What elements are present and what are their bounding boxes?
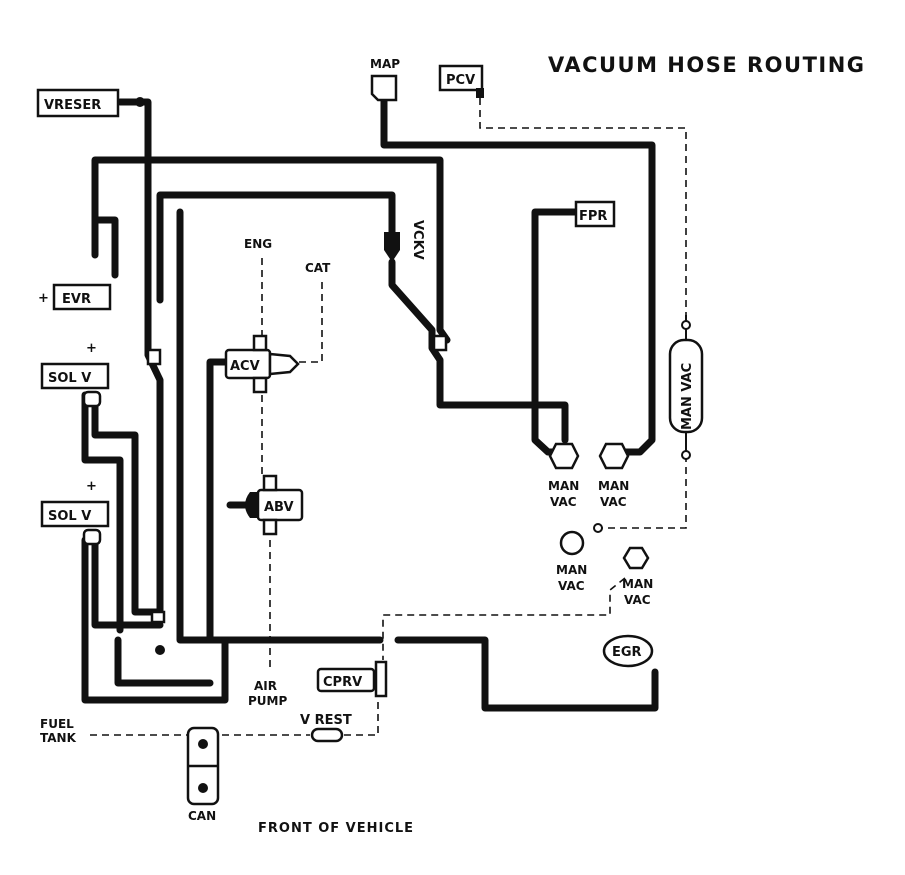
air-pump-label-1: AIR	[254, 679, 277, 693]
hose-solv1	[91, 401, 164, 616]
vreser-label: VRESER	[44, 98, 101, 113]
pcv-box: PCV	[438, 64, 484, 98]
hose-acv-left	[206, 358, 234, 644]
eng-label: ENG	[244, 237, 272, 251]
vreser-box: VRESER	[36, 88, 145, 118]
fpr-label: FPR	[579, 209, 607, 224]
hose-bottom-inner	[114, 636, 214, 687]
evr-box: + EVR	[38, 283, 112, 311]
diagram-title: VACUUM HOSE ROUTING	[548, 53, 866, 77]
vckv-valve: VCKV	[384, 220, 425, 262]
connector-3	[150, 610, 166, 624]
hose-vckv-down	[388, 258, 532, 409]
manvac-port-1: MAN VAC	[548, 442, 580, 509]
cprv-valve: CPRV	[316, 660, 388, 698]
v-rest-label: V REST	[300, 713, 352, 728]
hose-inner-vertical	[176, 208, 384, 644]
svg-text:+: +	[86, 341, 97, 356]
solv-lower-box: + SOL V	[40, 479, 110, 546]
acv-valve: ACV	[224, 334, 300, 394]
port-manvac-bottom	[681, 450, 691, 460]
svg-text:VAC: VAC	[550, 495, 577, 509]
cat-label: CAT	[305, 261, 331, 275]
svg-text:VAC: VAC	[624, 593, 651, 607]
cprv-label: CPRV	[323, 675, 362, 690]
dash-cat	[296, 282, 323, 363]
hose-evr	[91, 216, 119, 279]
egr-valve: EGR	[602, 634, 654, 668]
solv-upper-box: + SOL V	[40, 341, 110, 408]
svg-text:VAC: VAC	[558, 579, 585, 593]
hose-top-loop	[91, 156, 451, 344]
vacuum-hoses	[81, 92, 659, 712]
connector-dot	[155, 645, 165, 655]
fuel-tank-label-2: TANK	[40, 731, 77, 745]
svg-text:+: +	[86, 479, 97, 494]
air-pump-label-2: PUMP	[248, 694, 287, 708]
solv-upper-label: SOL V	[48, 371, 91, 386]
svg-text:VAC: VAC	[600, 495, 627, 509]
manvac-port-2: MAN VAC	[598, 442, 630, 509]
port-manvac-top	[681, 320, 691, 330]
manvac-vertical: MAN VAC	[668, 338, 704, 434]
svg-text:+: +	[38, 291, 49, 306]
manvac-port-4: MAN VAC	[622, 546, 653, 607]
hose-egr	[394, 636, 659, 712]
hose-solv1-outer	[81, 391, 124, 634]
svg-text:MAN: MAN	[622, 577, 653, 591]
can-label: CAN	[188, 809, 216, 823]
svg-text:MAN: MAN	[548, 479, 579, 493]
manvac-port-3: MAN VAC	[556, 530, 587, 593]
solv-lower-label: SOL V	[48, 509, 91, 524]
svg-text:MAN: MAN	[598, 479, 629, 493]
map-label: MAP	[370, 57, 400, 71]
connector-1	[146, 348, 162, 366]
canister: CAN	[186, 726, 220, 823]
front-of-vehicle-label: FRONT OF VEHICLE	[258, 821, 414, 836]
abv-valve: ABV	[245, 474, 304, 536]
dashed-lines	[90, 98, 687, 736]
dash-manvac-bottom	[382, 577, 626, 660]
svg-text:MAN: MAN	[556, 563, 587, 577]
acv-label: ACV	[230, 359, 260, 374]
fpr-box: FPR	[574, 200, 616, 228]
fuel-tank-label-1: FUEL	[40, 717, 74, 731]
manvac-vertical-label: MAN VAC	[680, 363, 695, 430]
pcv-label: PCV	[446, 73, 475, 88]
evr-label: EVR	[62, 292, 91, 307]
egr-label: EGR	[612, 645, 642, 660]
map-sensor: MAP	[370, 57, 400, 102]
hose-bottom-loop	[81, 536, 229, 704]
abv-label: ABV	[264, 500, 294, 515]
v-rest: V REST	[300, 713, 352, 743]
hose-map	[380, 92, 656, 456]
connector-2	[432, 334, 448, 352]
dash-manvac-down	[598, 455, 687, 529]
hose-vckv-loop	[156, 191, 396, 304]
dash-pcv	[479, 98, 687, 330]
port-manvac-left	[593, 523, 603, 533]
vckv-label: VCKV	[410, 220, 425, 260]
hose-fpr-branch	[524, 401, 569, 444]
hose-solv2	[91, 534, 164, 629]
hose-fpr	[531, 208, 582, 456]
